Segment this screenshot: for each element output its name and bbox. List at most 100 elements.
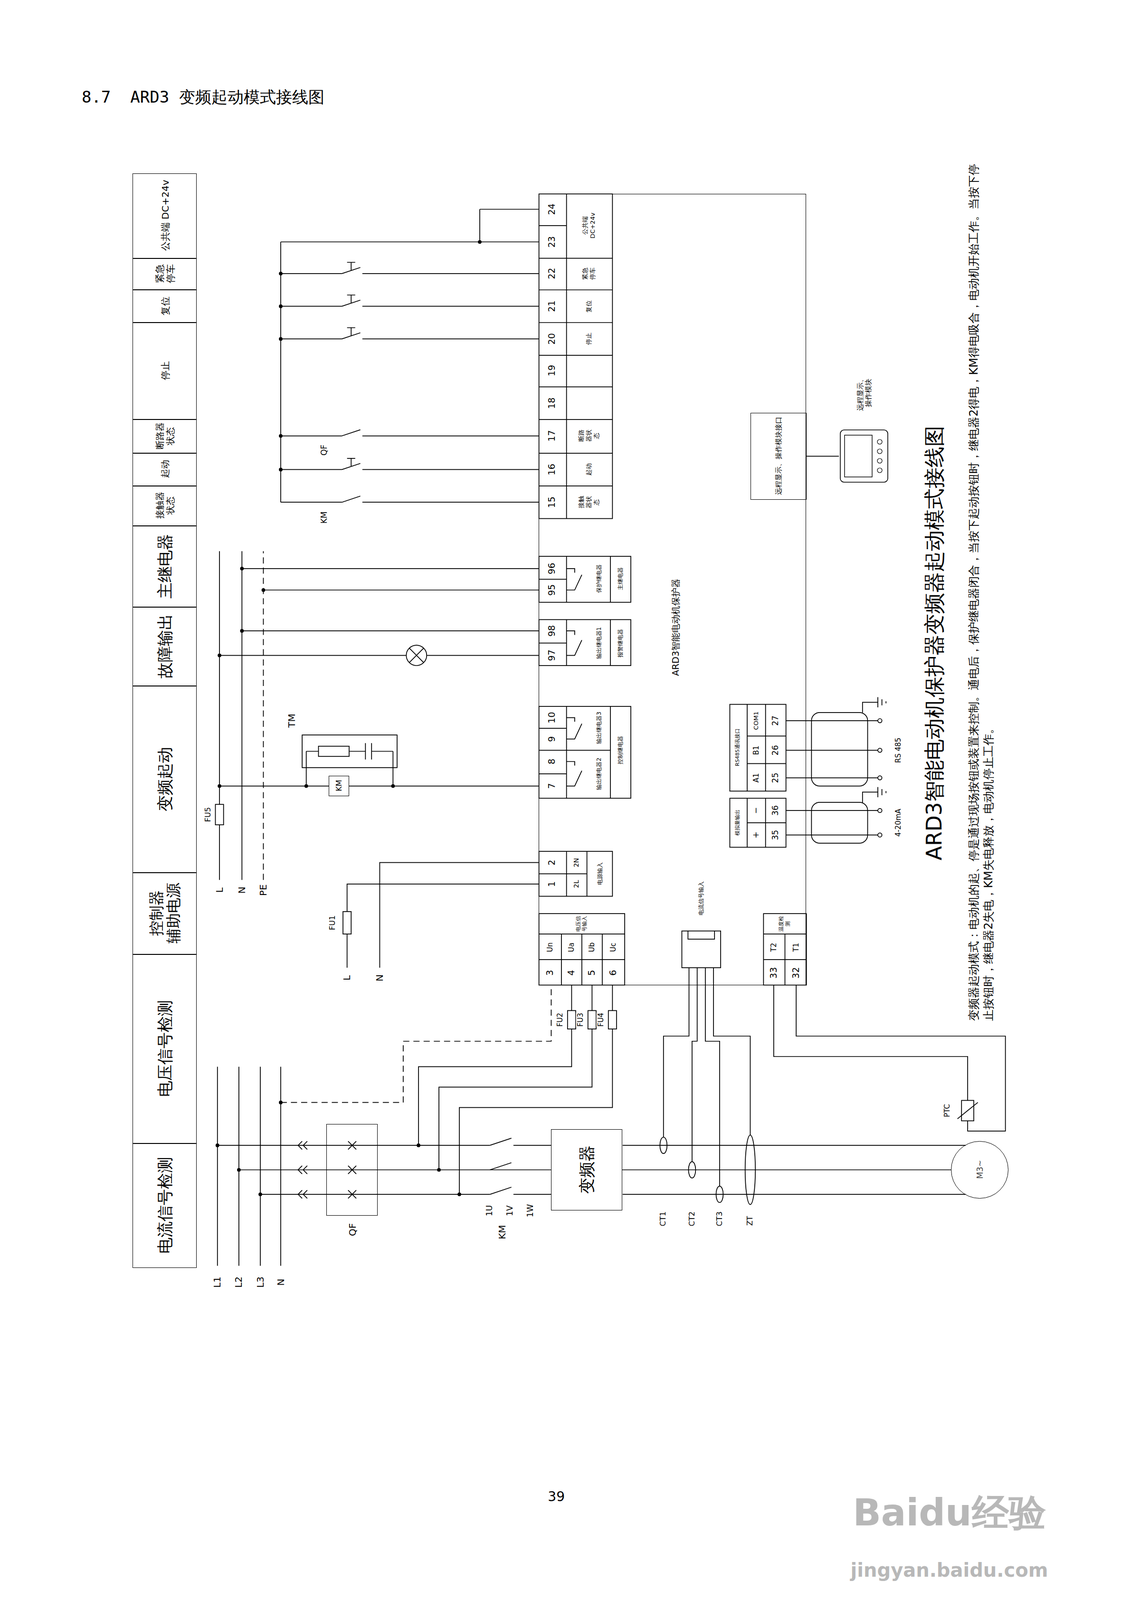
- device-button: [877, 458, 883, 464]
- terminal-label: PE: [257, 883, 270, 896]
- diagram-caption: ARD3智能电动机保护器变频器起动模式接线图: [921, 425, 948, 861]
- wire-part: [659, 1137, 667, 1154]
- terminal-label: L2: [232, 1276, 245, 1288]
- terminal-label: 97: [546, 649, 559, 661]
- terminal-label: 35: [770, 829, 781, 841]
- terminal-label: 98: [546, 625, 559, 637]
- terminal-label: N: [236, 886, 248, 894]
- connector-line: [377, 1169, 552, 1171]
- wire-part: [304, 784, 309, 789]
- wire-part: [416, 1143, 421, 1148]
- terminal-label: 控制继电器: [617, 735, 625, 765]
- terminal-label: 温度检测: [778, 915, 792, 932]
- display-device-outline: [838, 347, 890, 485]
- wire-part: [477, 239, 482, 244]
- breaker-box: QF: [326, 1123, 378, 1216]
- terminal-label: COM1: [752, 711, 761, 731]
- node-label: 复位: [160, 291, 172, 320]
- terminal-label: 15: [546, 496, 559, 508]
- wire-part: [280, 273, 540, 503]
- node-label: 紧急停车: [154, 260, 177, 288]
- wire-part: [217, 784, 222, 789]
- terminal-label: FU2: [555, 1012, 565, 1027]
- wire-part: [729, 704, 786, 792]
- wire-part: [877, 832, 883, 837]
- wire-part: [539, 706, 631, 799]
- terminal-label: 2L: [572, 879, 581, 888]
- wire-part: [681, 931, 721, 968]
- column-header: 复位: [132, 289, 197, 323]
- node-label: 起动: [160, 455, 171, 484]
- terminal-label: L: [213, 887, 226, 893]
- terminal-label: 输出继电器1: [595, 627, 603, 660]
- wire-part: [278, 337, 283, 342]
- contactor-coil: KM: [328, 775, 350, 797]
- terminal-label: 5: [586, 969, 599, 976]
- wire-part: [588, 1010, 597, 1029]
- wire-part: [539, 851, 613, 897]
- terminal-label: 95: [546, 584, 559, 596]
- wire-part: [280, 241, 282, 503]
- wire-part: [877, 718, 883, 723]
- wire-part: [342, 911, 352, 934]
- wire-part: [539, 706, 611, 799]
- wire-part: [747, 704, 787, 792]
- terminal-label: −: [751, 807, 762, 814]
- wire-part: [763, 933, 807, 985]
- display-interface-box: 远程显示、操作模块接口: [750, 412, 807, 500]
- terminal-label: 27: [770, 715, 781, 726]
- connector-line: [806, 456, 839, 457]
- wire-part: [278, 304, 283, 309]
- terminal-label: 36: [770, 805, 781, 816]
- node-label: 公共端 DC+24v: [160, 175, 172, 256]
- terminal-label: ZT: [745, 1216, 755, 1227]
- terminal-label: Ua: [567, 942, 577, 952]
- wire-part: [261, 588, 266, 592]
- terminal-label: 电源输入: [596, 862, 604, 885]
- terminal-label: 停止: [585, 332, 593, 345]
- wire-part: [862, 697, 886, 713]
- wire-part: [263, 551, 265, 880]
- terminal-label: 1W: [525, 1204, 536, 1218]
- terminal-label: 23: [546, 236, 559, 248]
- terminal-label: 22: [546, 267, 559, 280]
- page-title: 8.7 ARD3 变频起动模式接线图: [81, 86, 325, 108]
- device-case: [840, 429, 888, 483]
- wire-part: [239, 628, 244, 633]
- column-header: 起动: [132, 453, 197, 486]
- terminal-label: KM: [319, 511, 330, 524]
- wire-part: [786, 810, 878, 836]
- terminal-label: 接触器状态: [577, 494, 601, 510]
- terminal-label: 18: [546, 397, 559, 409]
- column-header: 电压信号检测: [132, 954, 197, 1144]
- terminal-label: FU4: [596, 1012, 606, 1027]
- node-label: 控制器 辅助电源: [147, 874, 183, 952]
- column-header: 控制器 辅助电源: [132, 872, 197, 955]
- node-label: 电流信号检测: [156, 1145, 175, 1265]
- rotated-drawing: 电流信号检测电压信号检测控制器 辅助电源变频起动故障输出主继电器接触器状态起动断…: [132, 152, 1026, 1276]
- terminal-label: PTC: [942, 1103, 952, 1118]
- terminal-label: 25: [770, 772, 781, 784]
- wire-part: [280, 209, 540, 243]
- watermark: jingyan.baidu.com: [850, 1558, 1049, 1582]
- wire-part: [278, 1100, 283, 1105]
- wire-part: [877, 808, 883, 813]
- wire-part: [318, 746, 349, 757]
- column-header: 故障输出: [132, 607, 197, 686]
- terminal-label: 24: [546, 203, 559, 215]
- wire-part: [348, 1140, 357, 1198]
- wire-part: [347, 262, 356, 467]
- terminal-label: A1: [751, 772, 761, 783]
- terminal-label: 输出继电器2: [595, 757, 603, 790]
- wire-part: [687, 931, 715, 940]
- connector-layer: [132, 152, 1026, 1276]
- wire-part: [278, 271, 283, 276]
- wire-part: [957, 1102, 979, 1119]
- wire-part: [608, 1010, 617, 1029]
- wire-part: [278, 467, 283, 472]
- terminal-label: QF: [319, 444, 330, 456]
- column-header: 接触器状态: [132, 485, 197, 526]
- wire-part: [763, 913, 807, 985]
- node-label: 故障输出: [156, 608, 175, 683]
- terminal-label: B1: [751, 745, 761, 755]
